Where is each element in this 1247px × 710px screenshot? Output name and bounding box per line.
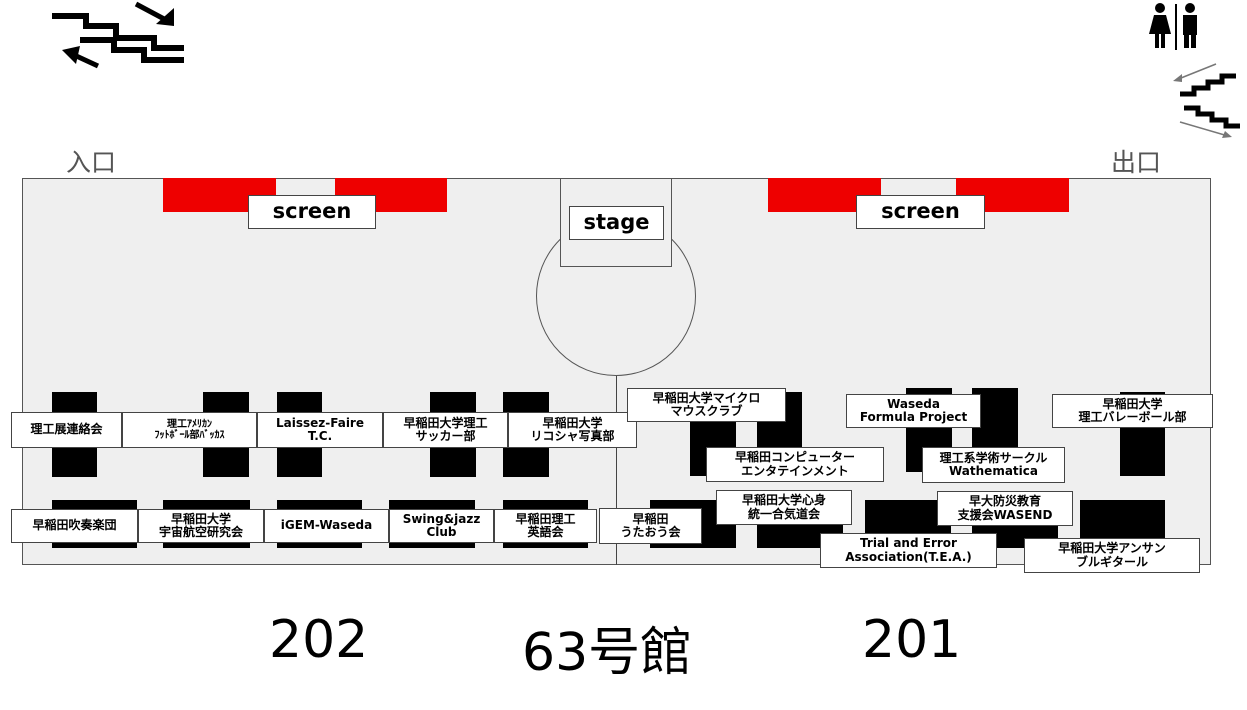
booth-label: 理工ｱﾒﾘｶﾝ ﾌｯﾄﾎﾞｰﾙ部ﾊﾞｯｶｽ	[122, 412, 257, 448]
stairs-arrows-icon	[50, 0, 190, 75]
booth-label: Trial and Error Association(T.E.A.)	[820, 533, 997, 568]
booth-label: 早稲田理工 英語会	[494, 509, 597, 543]
stairs-arrows-icon	[1170, 60, 1245, 140]
booth-label: 理工展連絡会	[11, 412, 122, 448]
booth-label: Swing&jazz Club	[389, 509, 494, 543]
booth-label: 早稲田大学心身 統一合気道会	[716, 490, 852, 525]
restroom-icon	[1146, 2, 1206, 52]
room-divider	[616, 375, 617, 565]
booth-label: 早稲田大学 宇宙航空研究会	[138, 509, 264, 543]
booth-label: 早稲田コンピューター エンタテインメント	[706, 447, 884, 482]
booth-label: 早大防災教育 支援会WASEND	[937, 491, 1073, 526]
booth-label: 早稲田大学アンサン ブルギタール	[1024, 538, 1200, 573]
room-number-left: 202	[269, 610, 369, 670]
booth-label: 早稲田吹奏楽団	[11, 509, 138, 543]
booth-label: 早稲田 うたおう会	[599, 508, 702, 544]
booth-label: iGEM-Waseda	[264, 509, 389, 543]
building-name: 63号館	[522, 623, 693, 683]
booth-label: Laissez-Faire T.C.	[257, 412, 383, 448]
booth-label: 早稲田大学理工 サッカー部	[383, 412, 508, 448]
screen-left-label: screen	[248, 195, 376, 229]
booth-label: 早稲田大学 リコシャ写真部	[508, 412, 637, 448]
booth-label: 早稲田大学 理工バレーボール部	[1052, 394, 1213, 428]
booth-label: 早稲田大学マイクロ マウスクラブ	[627, 388, 786, 422]
exit-label: 出口	[1111, 148, 1162, 177]
room-number-right: 201	[862, 610, 962, 670]
booth-label: Waseda Formula Project	[846, 394, 981, 428]
booth-label: 理工系学術サークル Wathematica	[922, 447, 1065, 483]
stage-label: stage	[569, 206, 664, 240]
entrance-label: 入口	[66, 148, 117, 177]
screen-right-label: screen	[856, 195, 985, 229]
